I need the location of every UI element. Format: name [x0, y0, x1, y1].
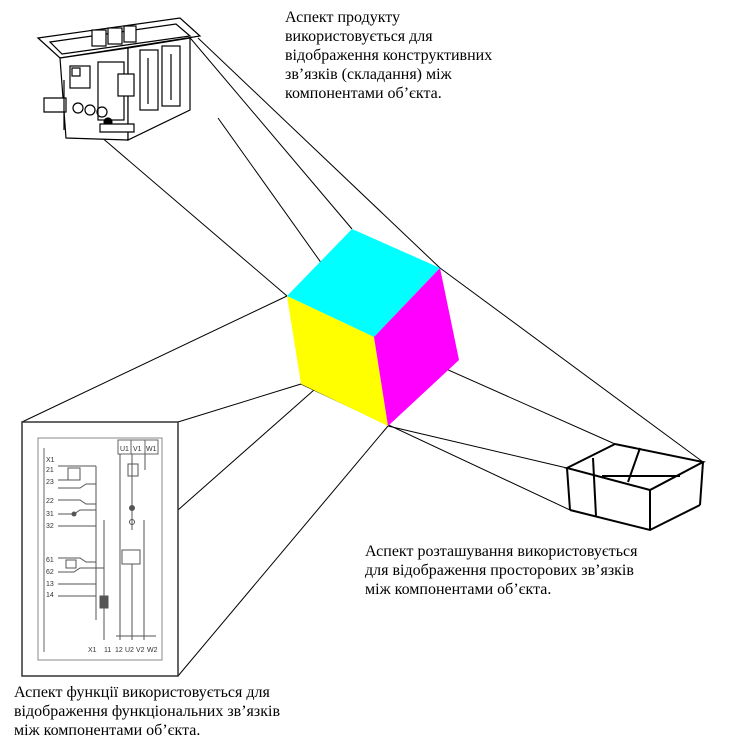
cube-face-top	[287, 229, 440, 337]
cube-face-left	[287, 296, 388, 426]
product-side-panel	[161, 45, 181, 107]
projection-line	[197, 37, 441, 269]
projection-line	[174, 19, 353, 230]
caption-line: Аспект функції використовується для	[14, 684, 270, 701]
schematic-row-label: 32	[46, 523, 54, 530]
projection-line	[439, 267, 704, 463]
caption-line: для відображення просторових зв’язків	[365, 562, 634, 579]
schematic-terminal-label: 12	[115, 647, 123, 654]
schematic-terminal-label: X1	[88, 647, 97, 654]
projection-line	[99, 135, 288, 297]
aspect-cube	[287, 229, 459, 426]
schematic-terminal-label: V2	[136, 647, 145, 654]
product-front-window	[69, 65, 91, 89]
projection-line	[387, 425, 568, 469]
product-terminal	[84, 104, 96, 116]
caption-line: між компонентами об’єкта.	[14, 722, 201, 739]
function-panel-frame	[21, 421, 179, 677]
product-drawing	[36, 17, 202, 141]
projection-line	[177, 425, 389, 677]
schematic-row-label: 13	[46, 581, 54, 588]
product-side-panel	[139, 49, 159, 111]
location-box-divider	[592, 457, 597, 517]
location-box-bottom	[569, 504, 701, 532]
location-aspect-caption: Аспект розташування використовується для…	[365, 542, 637, 599]
product-base	[43, 97, 67, 113]
product-front-window	[71, 67, 81, 77]
schematic-terminal-label: U1	[120, 446, 129, 453]
projection-line	[177, 383, 302, 423]
caption-line: відображення конструктивних	[285, 47, 493, 64]
caption-line: Аспект продукту	[285, 9, 401, 26]
schematic-row-labels: X1 21 23 22 31 32 61 62 13 14	[46, 457, 55, 599]
schematic-row-label: 31	[46, 511, 54, 518]
schematic-top-terminals	[117, 439, 159, 455]
product-front-handle	[117, 73, 135, 97]
product-terminal	[96, 106, 108, 118]
function-aspect-caption: Аспект функції використовується для відо…	[14, 683, 280, 740]
caption-line: зв’язків (складання) між	[285, 66, 452, 83]
schematic-row-label: X1	[46, 457, 55, 464]
schematic-terminal-label: V1	[133, 446, 142, 453]
product-top-component	[91, 29, 107, 47]
schematic-terminal-label: W2	[147, 647, 158, 654]
product-aspect-caption: Аспект продукту використовується для від…	[285, 8, 492, 103]
schematic-terminal-label: U2	[125, 647, 134, 654]
schematic-row-label: 61	[46, 557, 54, 564]
schematic-terminal-label: 11	[104, 647, 111, 654]
product-terminal	[72, 102, 84, 114]
schematic-terminal-label: W1	[146, 446, 157, 453]
projection-line	[21, 295, 288, 423]
caption-line: компонентами об’єкта.	[285, 85, 442, 102]
schematic-bottom-terminals: X1 11 12 U2 V2 W2	[88, 647, 158, 654]
product-base-foot	[99, 123, 135, 133]
schematic-wiring	[58, 454, 156, 640]
schematic-row-label: 62	[46, 569, 54, 576]
schematic-row-label: 23	[46, 479, 54, 486]
location-box-top	[564, 442, 706, 492]
caption-line: відображення функціональних зв’язків	[14, 703, 280, 720]
schematic-row-label: 21	[46, 467, 54, 474]
location-box-edge	[699, 461, 704, 506]
product-top-component	[123, 25, 137, 43]
caption-line: між компонентами об’єкта.	[365, 581, 552, 598]
location-box-edge	[566, 467, 571, 511]
location-box	[564, 442, 706, 532]
caption-line: Аспект розташування використовується	[365, 543, 638, 560]
function-schematic-sheet	[37, 437, 163, 661]
product-body-side	[127, 37, 191, 141]
cube-face-right	[374, 268, 459, 426]
schematic-row-label: 22	[46, 498, 54, 505]
function-panel: U1 V1 W1 X1 21 23 22 31 32 61 62 13 14	[21, 421, 179, 677]
caption-line: використовується для	[285, 28, 433, 45]
schematic-row-label: 14	[46, 592, 54, 599]
product-top-component	[107, 27, 123, 45]
